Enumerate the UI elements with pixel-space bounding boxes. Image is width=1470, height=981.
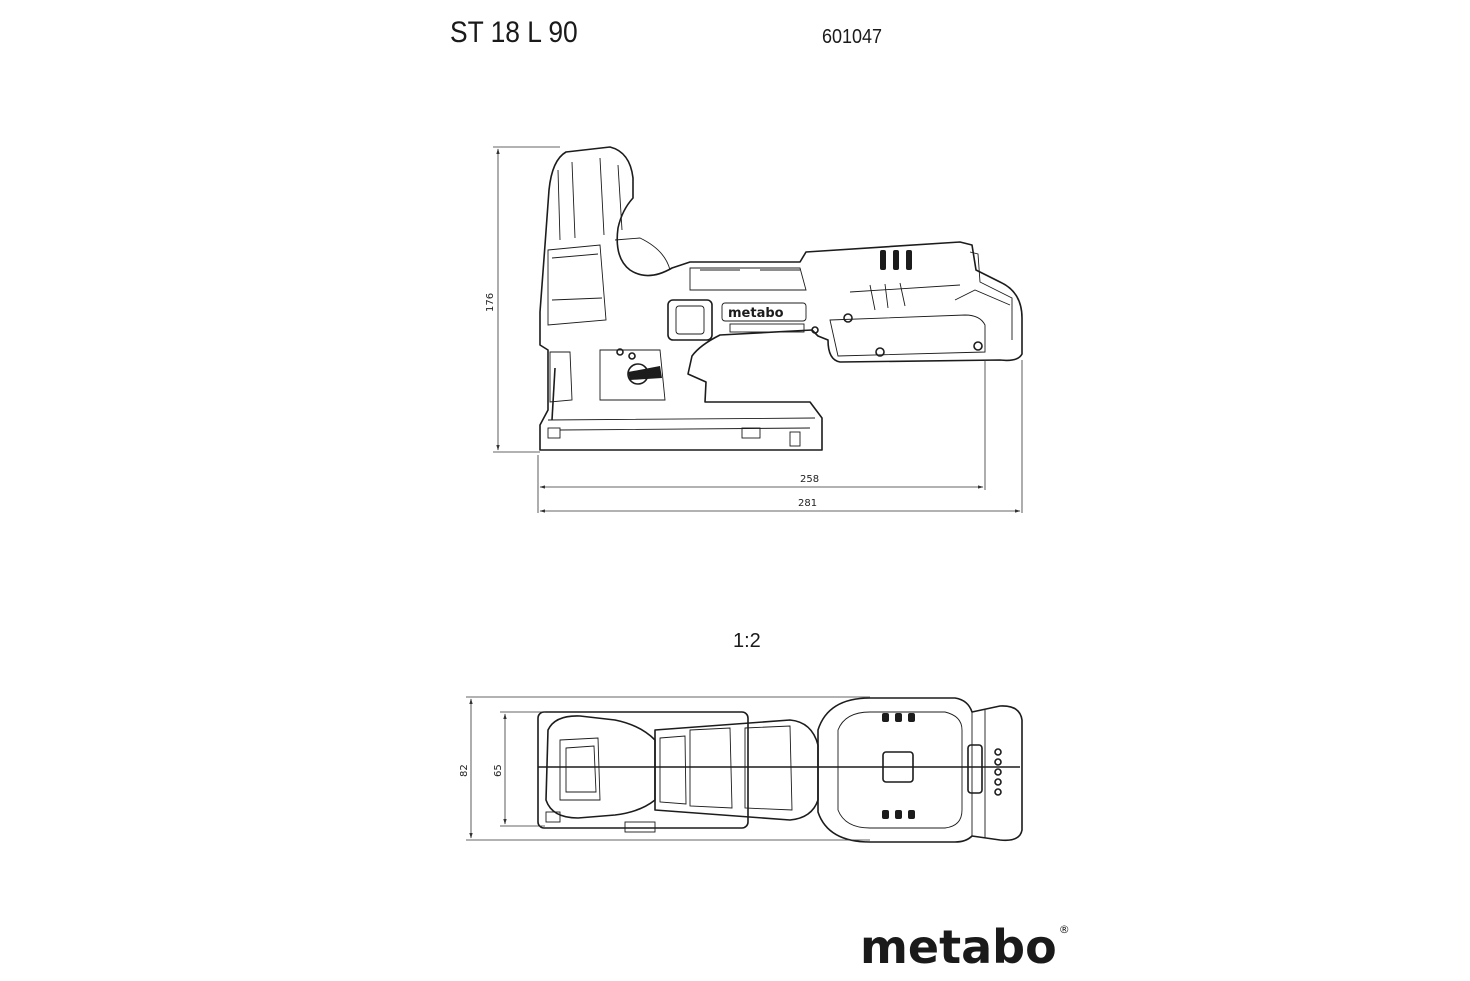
scale-label: 1:2 xyxy=(733,630,761,652)
registered-mark: ® xyxy=(1058,923,1070,936)
length-inner-label: 258 xyxy=(800,474,819,485)
tool-logo: metabo xyxy=(728,306,784,321)
height-label: 176 xyxy=(485,293,496,312)
top-vents xyxy=(882,713,915,819)
width-overall-label: 82 xyxy=(459,764,470,777)
length-overall-label: 281 xyxy=(798,498,817,509)
article-number: 601047 xyxy=(822,26,883,48)
brand-logo: metabo® xyxy=(860,920,1070,974)
top-view-jigsaw xyxy=(537,697,1023,843)
side-view-jigsaw: metabo xyxy=(539,146,1023,451)
side-view-dimensions: 176 258 281 xyxy=(485,146,1023,513)
brand-logo-text: metabo xyxy=(860,920,1057,974)
top-view-dimensions: 82 65 xyxy=(459,696,870,841)
side-vents xyxy=(880,250,912,270)
model-title: ST 18 L 90 xyxy=(450,16,578,49)
width-inner-label: 65 xyxy=(493,764,504,777)
